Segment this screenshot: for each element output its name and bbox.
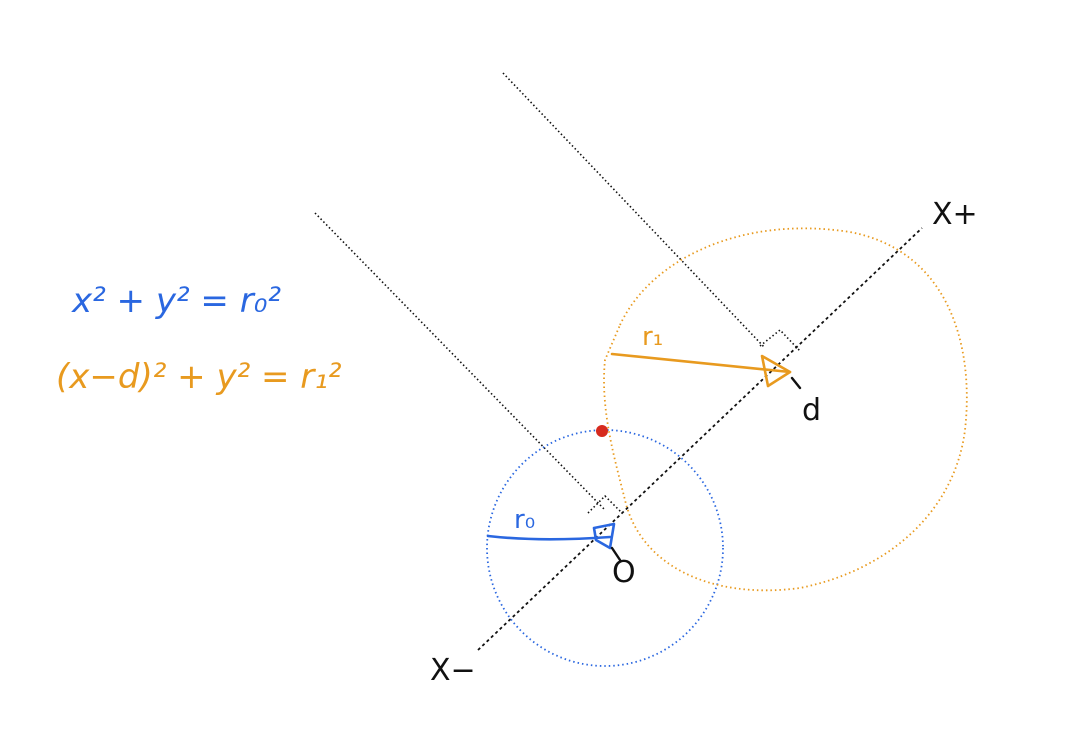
perpendicular-line-d (502, 72, 766, 349)
intersection-point (596, 425, 608, 437)
radius-r1-arrowhead (760, 354, 792, 388)
label-origin: O (612, 555, 636, 590)
radius-r0-line (486, 534, 612, 541)
label-x-minus: X− (430, 653, 476, 688)
x-axis-line (477, 227, 923, 651)
circle-r0 (486, 429, 724, 667)
label-r1: r₁ (642, 322, 663, 352)
equation-circle1: (x−d)² + y² = r₁² (56, 357, 342, 397)
radius-r1-line (610, 352, 792, 374)
right-angle-marker-d (759, 328, 801, 352)
right-angle-marker-origin (587, 494, 623, 514)
origin-tick (610, 546, 622, 562)
d-tick (790, 376, 802, 390)
label-d: d (802, 393, 821, 428)
perpendicular-line-origin (314, 212, 606, 511)
label-x-plus: X+ (932, 197, 978, 232)
circle-r1 (603, 227, 968, 592)
label-r0: r₀ (514, 505, 535, 535)
radius-r0-arrowhead (592, 522, 616, 550)
equation-circle0: x² + y² = r₀² (71, 281, 281, 321)
